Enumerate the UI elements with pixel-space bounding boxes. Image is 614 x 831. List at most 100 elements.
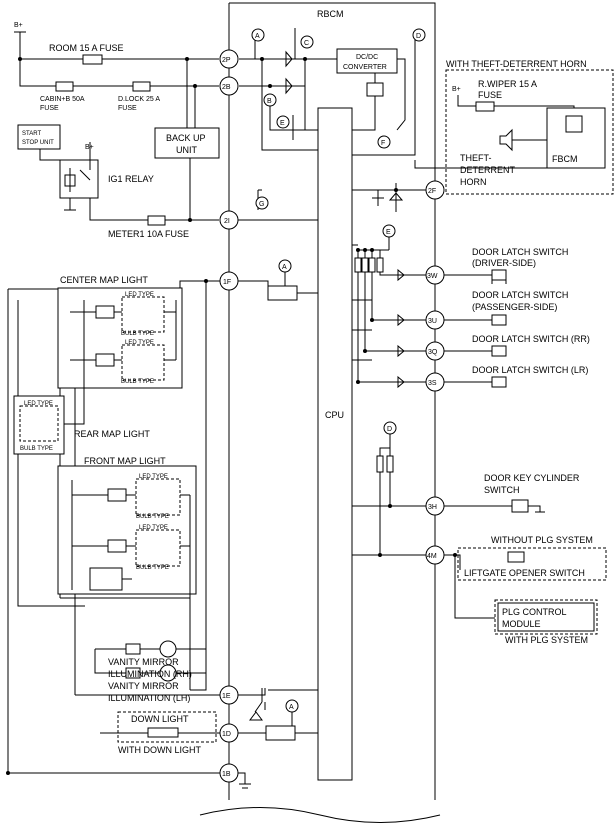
- theft-horn-box: [445, 69, 614, 195]
- center-lamp-2: [121, 344, 165, 381]
- svg-text:D: D: [416, 33, 421, 40]
- ig1-relay-coil: [64, 155, 91, 211]
- plg-label-2: MODULE: [502, 619, 541, 629]
- converter-regulator: [366, 82, 384, 97]
- connector-e-top: E: [276, 115, 290, 129]
- theft-horn-title: WITH THEFT-DETERRENT HORN: [446, 59, 587, 69]
- rear-lamp: [19, 405, 59, 442]
- plg-dash-box: [494, 599, 598, 635]
- wiper-fuse-label-2: FUSE: [478, 90, 502, 100]
- svg-text:F: F: [381, 140, 385, 147]
- cpu-label: CPU: [325, 410, 344, 420]
- svg-text:B: B: [267, 98, 272, 105]
- rear-bulb: BULB TYPE: [20, 446, 53, 452]
- backup-unit-label-2: UNIT: [176, 145, 197, 155]
- driver-1f: [267, 285, 298, 301]
- key-cylinder-network: [352, 434, 426, 556]
- svg-text:A: A: [255, 33, 260, 40]
- svg-text:2P: 2P: [222, 57, 231, 64]
- backup-unit: [154, 127, 220, 159]
- terminal-4m: 4M: [425, 545, 445, 565]
- terminal-2p: 2P: [219, 49, 239, 69]
- svg-text:1D: 1D: [222, 731, 231, 738]
- vanity-rh-bulb: [159, 640, 177, 658]
- terminal-1f: 1F: [219, 271, 239, 291]
- svg-text:DOOR LATCH SWITCH: DOOR LATCH SWITCH: [472, 247, 568, 257]
- dlock-fuse-label-1: D.LOCK 25 A: [118, 96, 160, 103]
- svg-text:1F: 1F: [223, 279, 231, 286]
- front-map-light: [57, 465, 197, 595]
- svg-text:3U: 3U: [428, 318, 437, 325]
- svg-text:2F: 2F: [428, 188, 436, 195]
- vanity-lh-label-2: ILLUMINATION (LH): [108, 693, 190, 703]
- terminal-3q: 3Q: [425, 341, 445, 361]
- wiper-fuse-label-1: R.WIPER 15 A: [478, 79, 537, 89]
- svg-text:D: D: [387, 426, 392, 433]
- transistor-1e: [238, 688, 318, 721]
- without-plg-label: WITHOUT PLG SYSTEM: [491, 535, 593, 545]
- center-led-1: LED TYPE: [125, 292, 154, 298]
- dlock-fuse-label-2: FUSE: [118, 105, 137, 112]
- svg-text:3H: 3H: [428, 504, 437, 511]
- svg-text:4M: 4M: [427, 553, 437, 560]
- with-plg-label: WITH PLG SYSTEM: [505, 635, 588, 645]
- center-led-2: LED TYPE: [125, 340, 154, 346]
- connector-g: G: [255, 196, 269, 210]
- plg-control-module: [497, 602, 595, 632]
- bplus-relay: B+: [85, 144, 94, 151]
- center-bulb-1: BULB TYPE: [121, 331, 154, 337]
- with-down-light-label: WITH DOWN LIGHT: [118, 745, 201, 755]
- connector-a-mid: A: [278, 259, 292, 273]
- door-latch-switch-rr: DOOR LATCH SWITCH (RR): [444, 334, 590, 357]
- meter-fuse: [147, 215, 166, 226]
- horn-label-1: THEFT-: [460, 153, 492, 163]
- driver-1d: [265, 725, 296, 741]
- front-bulb-1: BULB TYPE: [136, 514, 169, 520]
- svg-text:E: E: [280, 120, 285, 127]
- rear-led: LED TYPE: [24, 401, 53, 407]
- svg-text:DOOR KEY CYLINDER: DOOR KEY CYLINDER: [484, 473, 580, 483]
- svg-text:(DRIVER-SIDE): (DRIVER-SIDE): [472, 258, 536, 268]
- front-led-2: LED TYPE: [139, 525, 168, 531]
- vanity-rh-label-1: VANITY MIRROR: [108, 657, 179, 667]
- center-map-light-label: CENTER MAP LIGHT: [60, 275, 148, 285]
- bplus-main: B+: [14, 22, 23, 29]
- front-lamp-1: [135, 478, 181, 516]
- svg-text:2I: 2I: [224, 218, 230, 225]
- vanity-rh-label-2: ILLUMINATION (RH): [108, 669, 192, 679]
- room-fuse: [82, 54, 103, 65]
- start-stop-label-2: STOP UNIT: [22, 140, 54, 146]
- svg-text:A: A: [289, 704, 294, 711]
- horn-label-3: HORN: [460, 177, 487, 187]
- svg-text:1B: 1B: [222, 771, 231, 778]
- horn-symbol: [499, 128, 513, 152]
- liftgate-switch-symbol: [507, 551, 525, 563]
- terminal-3h: 3H: [425, 496, 445, 516]
- start-stop-unit: [17, 124, 61, 150]
- door-latch-switch-lr: DOOR LATCH SWITCH (LR): [444, 365, 588, 388]
- ig1-relay: [59, 159, 99, 199]
- svg-text:2B: 2B: [222, 84, 231, 91]
- front-bulb-2: BULB TYPE: [136, 565, 169, 571]
- cpu-block: [317, 107, 353, 781]
- vanity-lh-bulb: [159, 664, 177, 682]
- connector-d-top: D: [412, 28, 426, 42]
- front-lamp-2: [135, 529, 181, 567]
- bplus-horn: B+: [452, 86, 461, 93]
- connector-f: F: [377, 135, 391, 149]
- terminal-2b: 2B: [219, 76, 239, 96]
- svg-text:DOOR LATCH SWITCH (RR): DOOR LATCH SWITCH (RR): [472, 334, 590, 344]
- svg-text:C: C: [304, 40, 309, 47]
- transistor-2f: [352, 183, 426, 212]
- converter-label-1: DC/DC: [356, 54, 378, 61]
- terminal-3s: 3S: [425, 372, 445, 392]
- svg-text:3W: 3W: [427, 273, 438, 280]
- svg-text:SWITCH: SWITCH: [484, 485, 520, 495]
- rear-map-light-label: REAR MAP LIGHT: [74, 429, 150, 439]
- start-stop-link: [39, 149, 60, 161]
- connector-a-top: A: [251, 28, 265, 42]
- front-map-main-switch: [89, 567, 123, 591]
- backup-unit-label-1: BACK UP: [166, 133, 206, 143]
